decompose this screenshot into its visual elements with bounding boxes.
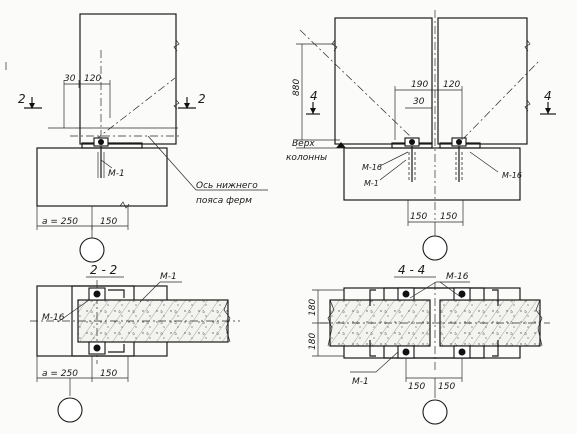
elevation-left: M-1 30 120 2 2 Ось нижнего пояса ферм a …	[18, 13, 268, 263]
bolt-label: M-1	[108, 169, 125, 179]
bolt-label: М-16	[42, 313, 65, 323]
bolt-nut	[409, 139, 415, 145]
section-title: 4 - 4	[398, 263, 425, 277]
bolt-nut	[98, 139, 104, 145]
axis-marker	[79, 237, 105, 263]
bolt-label: М-1	[160, 272, 177, 282]
bolt-nut	[458, 348, 466, 356]
section-mark-arrowhead	[29, 103, 35, 109]
truss-axis-line	[299, 29, 415, 141]
level-mark	[336, 142, 346, 148]
leader-line	[57, 299, 90, 323]
top-label: колонны	[286, 153, 327, 163]
section-mark-arrowhead	[184, 103, 190, 109]
leader-line	[469, 151, 499, 173]
dim-30: 30	[413, 97, 425, 107]
bolt-nut	[93, 344, 101, 352]
axis-marker	[422, 399, 448, 425]
column-left	[36, 147, 168, 207]
dim-150: 150	[438, 382, 455, 392]
break-line	[535, 299, 543, 347]
truss-block	[334, 17, 433, 145]
dim-150: 150	[410, 212, 427, 222]
dim-150: 150	[100, 217, 117, 227]
break-line	[331, 39, 338, 52]
section-mark-label: 4	[544, 89, 552, 103]
bolt-label: М-16	[446, 272, 469, 282]
section-mark-arrowhead	[310, 108, 316, 114]
bearing-plate	[81, 142, 143, 149]
break-line	[223, 299, 231, 343]
axis-label: Ось нижнего	[196, 181, 258, 191]
bolt-nut	[402, 290, 410, 298]
leader-line	[409, 281, 437, 299]
dim-180-top: 180	[308, 299, 318, 316]
leader-line	[100, 159, 113, 169]
leader-line	[379, 159, 407, 181]
dim-120: 120	[84, 74, 101, 84]
truss-axis-line	[94, 77, 176, 141]
dim-150: 150	[440, 212, 457, 222]
bolt-label: М-16	[362, 163, 382, 172]
leader-line	[375, 351, 399, 373]
dim-190: 190	[411, 80, 428, 90]
dim-180-bottom: 180	[308, 333, 318, 350]
break-line	[524, 99, 531, 112]
leader-line	[379, 151, 409, 167]
dim-a250: a = 250	[42, 217, 78, 227]
break-line	[173, 39, 180, 52]
axis-marker	[422, 235, 448, 261]
section-mark-arrowhead	[545, 108, 551, 114]
section-mark-label: 4	[310, 89, 318, 103]
column-right	[343, 147, 521, 201]
bolt-nut	[402, 348, 410, 356]
bolt-nut	[93, 290, 101, 298]
break-line	[327, 299, 335, 347]
section-mark-label: 2	[198, 92, 206, 106]
section-4-4: 4 - 4 М-16	[308, 263, 550, 425]
weld-bracket	[108, 289, 125, 353]
top-label: Верх	[292, 139, 315, 149]
dim-150: 150	[408, 382, 425, 392]
truss-block	[437, 17, 528, 145]
bolt-label: М-1	[364, 179, 379, 188]
dim-150: 150	[100, 369, 117, 379]
truss-axis-line	[461, 59, 541, 141]
section-2-2: 2 - 2 М-1 М-16 a = 250 150	[30, 263, 240, 423]
dim-a250: a = 250	[42, 369, 78, 379]
break-line	[173, 99, 180, 110]
section-mark-label: 2	[18, 92, 26, 106]
section-title: 2 - 2	[90, 263, 117, 277]
leader-line	[439, 281, 463, 299]
leader-line	[139, 281, 161, 303]
elevation-right: 880 190 120 30 4 4 Верх колонны М-16 М-1…	[286, 10, 556, 261]
axis-label: пояса ферм	[196, 196, 252, 206]
weld-bracket	[369, 289, 499, 357]
bolt-label: М-16	[502, 171, 522, 180]
bolt-nut	[456, 139, 462, 145]
truss-block-left	[79, 13, 177, 145]
break-line	[119, 201, 130, 209]
dim-30: 30	[64, 74, 76, 84]
dim-120: 120	[443, 80, 460, 90]
dim-880: 880	[292, 79, 302, 96]
bolt-nut	[458, 290, 466, 298]
axis-marker	[57, 397, 83, 423]
leader-line	[147, 135, 197, 191]
break-line	[524, 39, 531, 52]
bolt-label: М-1	[352, 377, 369, 387]
